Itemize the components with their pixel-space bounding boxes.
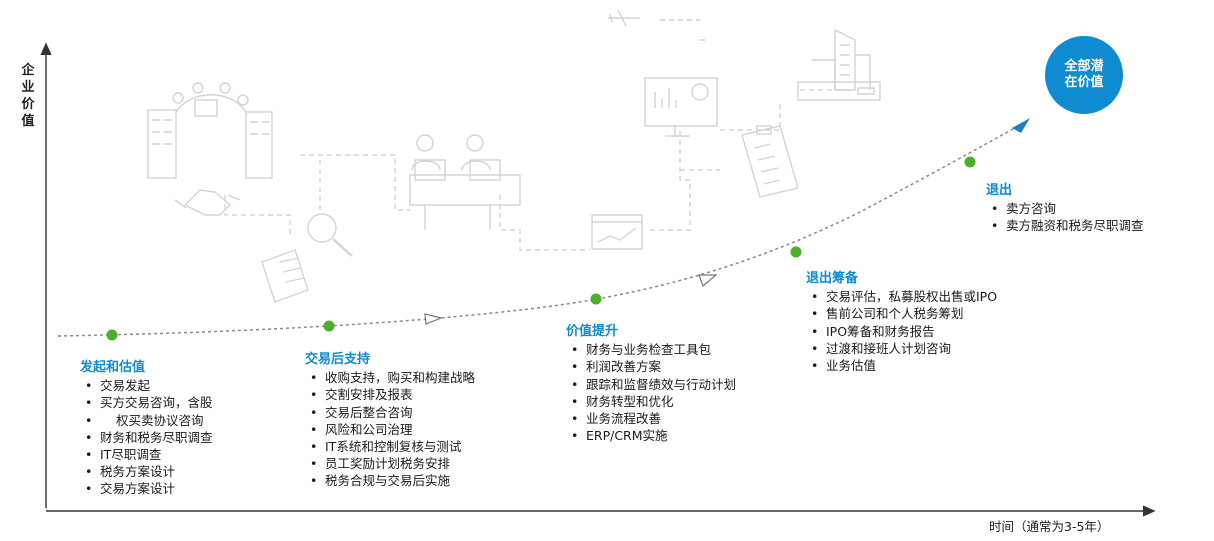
- office-buildings-icon: [147, 82, 273, 179]
- stage-item: 财务与业务检查工具包: [566, 341, 736, 358]
- direction-marker: [698, 274, 718, 288]
- stage-exit: 退出 卖方咨询 卖方融资和税务尽职调查: [986, 182, 1144, 235]
- documents-icon: [261, 249, 309, 303]
- magnifier-icon: [307, 213, 353, 257]
- direction-marker: [424, 313, 443, 325]
- stage-origination-valuation: 发起和估值 交易发起 买方交易咨询，含股 权买卖协议咨询 财务和税务尽职调查 I…: [80, 359, 213, 498]
- stage-item: 风险和公司治理: [305, 421, 475, 438]
- stage-post-deal-support: 交易后支持 收购支持，购买和构建战略 交割安排及报表 交易后整合咨询 风险和公司…: [305, 351, 475, 490]
- growth-curve: [57, 123, 1023, 337]
- sketch-connector-path: [224, 19, 850, 251]
- stage-item: 售前公司和个人税务筹划: [806, 305, 997, 322]
- stage-item: 交割安排及报表: [305, 386, 475, 403]
- stage-item: 收购支持，购买和构建战略: [305, 369, 475, 386]
- stage-item: 过渡和接班人计划咨询: [806, 340, 997, 357]
- stage-title: 发起和估值: [80, 360, 146, 375]
- stage-item: 财务和税务尽职调查: [80, 429, 213, 446]
- milestone-dot: [964, 156, 976, 168]
- stage-title: 退出筹备: [806, 271, 859, 286]
- stage-item: IT尽职调查: [80, 446, 213, 463]
- curve-arrowhead: [1012, 118, 1030, 133]
- stage-item: ERP/CRM实施: [566, 427, 736, 444]
- stage-item: 卖方融资和税务尽职调查: [986, 217, 1144, 234]
- milestone-dot: [323, 320, 335, 332]
- milestone-dot: [790, 246, 802, 258]
- stage-item: 利润改善方案: [566, 358, 736, 375]
- stage-item: 卖方咨询: [986, 200, 1144, 217]
- stage-item: 业务估值: [806, 357, 997, 374]
- browser-chart-icon: [591, 214, 643, 250]
- y-axis-label: 企业价值: [21, 63, 35, 129]
- x-axis-label: 时间（通常为3-5年）: [989, 519, 1110, 534]
- goal-label: 全部潜在价值: [1064, 59, 1104, 90]
- stage-item: 员工奖励计划税务安排: [305, 455, 475, 472]
- stage-item: 跟踪和监督绩效与行动计划: [566, 376, 736, 393]
- milestone-dot: [590, 293, 602, 305]
- stage-item: 业务流程改善: [566, 410, 736, 427]
- milestone-dot: [106, 329, 118, 341]
- stage-item: 财务转型和优化: [566, 393, 736, 410]
- stage-item: 交易后整合咨询: [305, 404, 475, 421]
- stage-item: 买方交易咨询，含股: [80, 394, 213, 411]
- stage-item: 交易方案设计: [80, 480, 213, 497]
- stage-item: 税务方案设计: [80, 463, 213, 480]
- stage-title: 交易后支持: [305, 352, 371, 367]
- meeting-people-icon: [409, 134, 521, 230]
- full-potential-value-badge: 全部潜在价值: [1045, 36, 1123, 114]
- stage-title: 价值提升: [566, 324, 619, 339]
- airplane-icon: [608, 9, 640, 27]
- stage-title: 退出: [986, 183, 1013, 198]
- city-skyline-icon: [797, 28, 881, 101]
- clipboard-checklist-icon: [741, 125, 799, 198]
- stage-value-enhancement: 价值提升 财务与业务检查工具包 利润改善方案 跟踪和监督绩效与行动计划 财务转型…: [566, 323, 736, 445]
- stage-item: 权买卖协议咨询: [80, 412, 213, 429]
- stage-item: IT系统和控制复核与测试: [305, 438, 475, 455]
- stage-item: 交易评估，私募股权出售或IPO: [806, 288, 997, 305]
- stage-exit-preparation: 退出筹备 交易评估，私募股权出售或IPO 售前公司和个人税务筹划 IPO筹备和财…: [806, 270, 997, 374]
- stage-item: IPO筹备和财务报告: [806, 323, 997, 340]
- handshake-icon: [174, 189, 241, 216]
- dashboard-monitor-icon: [644, 77, 718, 137]
- stage-item: 交易发起: [80, 377, 213, 394]
- stage-item: 税务合规与交易后实施: [305, 472, 475, 489]
